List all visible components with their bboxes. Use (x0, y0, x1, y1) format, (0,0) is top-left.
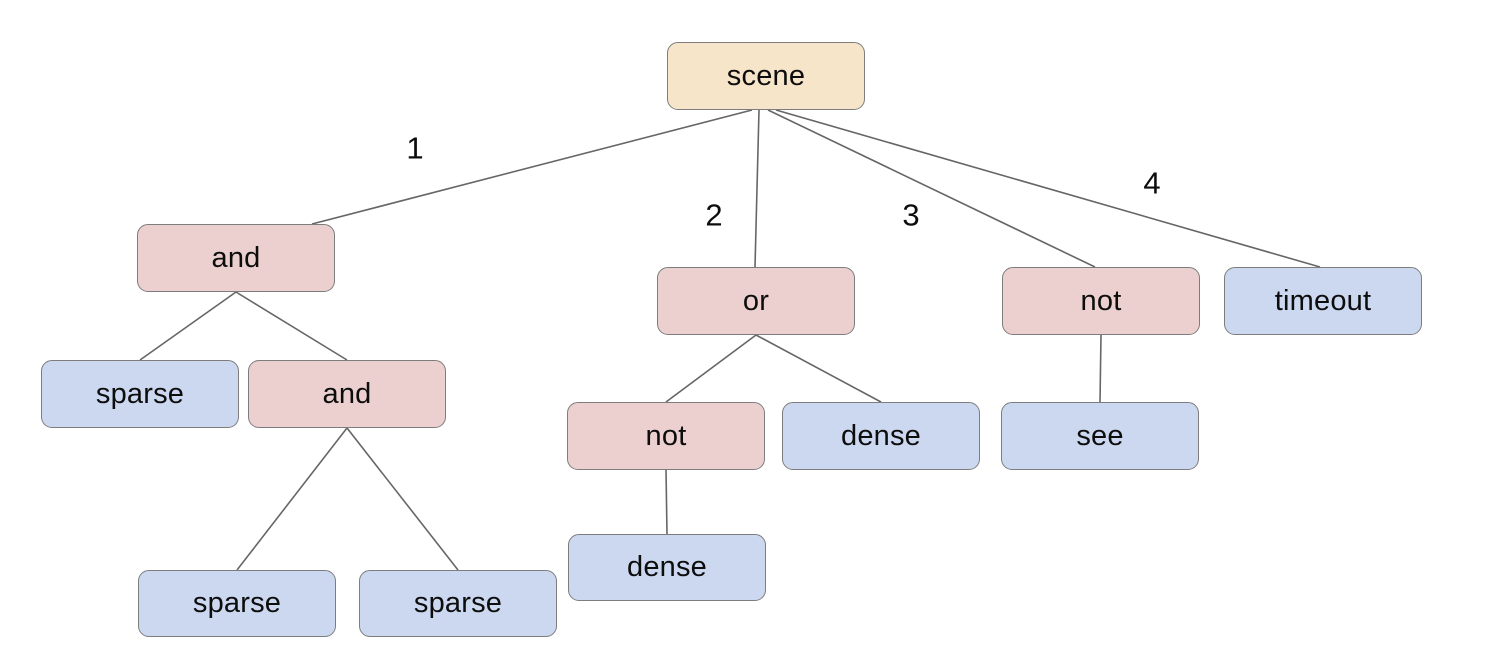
edge-label-4: 4 (1143, 165, 1161, 201)
node-label-and-1: and (211, 241, 261, 274)
node-dense-bottom: dense (568, 534, 766, 601)
node-and-1: and (137, 224, 335, 292)
edge-or-to-not-mid (665, 334, 757, 403)
node-not-mid: not (567, 402, 765, 470)
node-label-sparse-2: sparse (192, 587, 282, 619)
node-not-right: not (1002, 267, 1200, 335)
edge-and-2-to-sparse-2 (236, 427, 348, 571)
node-label-dense-bottom: dense (626, 551, 707, 583)
edge-label-1: 1 (406, 130, 424, 166)
node-see: see (1001, 402, 1199, 470)
node-and-2: and (248, 360, 446, 428)
edge-not-right-to-see (1099, 334, 1102, 403)
edge-label-2: 2 (705, 197, 723, 233)
node-scene: scene (667, 42, 865, 110)
edge-scene-to-timeout (775, 109, 1321, 268)
edge-or-to-dense-right (755, 334, 882, 403)
node-dense-right: dense (782, 402, 980, 470)
node-or: or (657, 267, 855, 335)
node-sparse-2: sparse (138, 570, 336, 637)
node-label-see: see (1076, 419, 1124, 452)
node-label-sparse-1: sparse (95, 377, 185, 410)
edge-scene-to-or (754, 109, 760, 268)
edge-label-3: 3 (902, 197, 920, 233)
node-label-not-right: not (1080, 284, 1122, 317)
node-sparse-1: sparse (41, 360, 239, 428)
edge-and-2-to-sparse-3 (346, 427, 459, 571)
edge-and-1-to-and-2 (235, 291, 348, 361)
edge-scene-to-not-right (767, 109, 1096, 268)
edge-scene-to-and-1 (311, 109, 753, 225)
node-label-scene: scene (726, 59, 806, 92)
node-label-sparse-3: sparse (413, 587, 503, 619)
node-label-dense-right: dense (840, 419, 921, 452)
node-label-or: or (742, 284, 770, 317)
node-timeout: timeout (1224, 267, 1422, 335)
edge-and-1-to-sparse-1 (139, 291, 237, 361)
node-label-timeout: timeout (1274, 284, 1372, 317)
node-label-and-2: and (322, 377, 372, 410)
node-sparse-3: sparse (359, 570, 557, 637)
edge-not-mid-to-dense-bottom (665, 469, 668, 535)
node-label-not-mid: not (645, 419, 687, 452)
